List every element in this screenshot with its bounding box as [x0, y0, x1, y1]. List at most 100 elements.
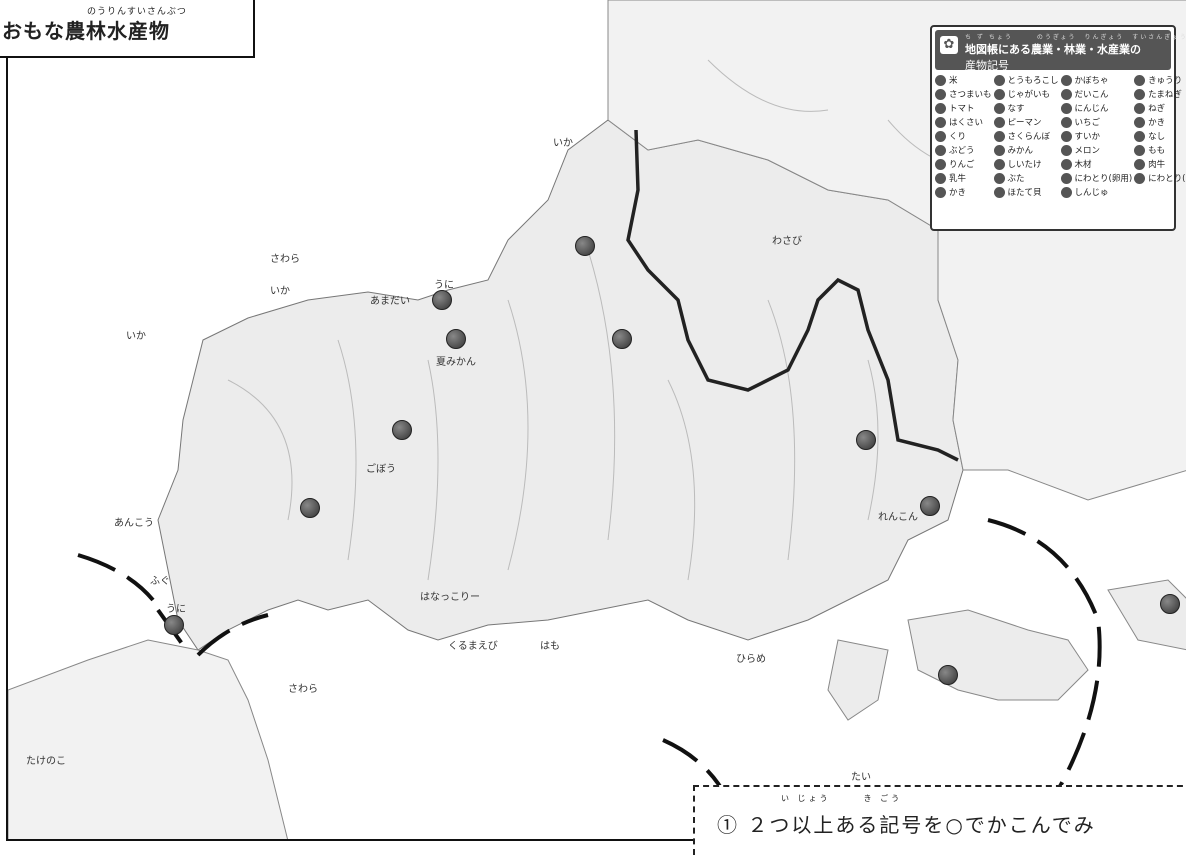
produce-symbol-icon: [1060, 144, 1072, 156]
legend-item: きゅうり: [1134, 74, 1186, 86]
legend-item-label: かき: [949, 188, 967, 198]
legend-item: とうもろこし: [993, 74, 1059, 86]
produce-symbol-icon: [1134, 130, 1146, 142]
legend-item-label: なし: [1148, 132, 1166, 142]
produce-symbol-icon: [993, 102, 1005, 114]
legend-item-label: もも: [1148, 146, 1166, 156]
uni-marker-1: [432, 290, 452, 310]
question-box: い じょう き ごう ① ２つ以上ある記号を○でかこんでみ: [693, 785, 1186, 855]
legend-item-label: なす: [1007, 104, 1025, 114]
produce-symbol-icon: [1134, 102, 1146, 114]
legend-item: なし: [1134, 130, 1186, 142]
produce-symbol-icon: [1134, 116, 1146, 128]
legend-item: だいこん: [1060, 88, 1133, 100]
legend-item-label: すいか: [1074, 132, 1101, 142]
produce-symbol-icon: [1134, 158, 1146, 170]
map-label-ika: いか: [553, 138, 573, 149]
legend-item-label: じゃがいも: [1007, 90, 1051, 100]
legend-item: にんじん: [1060, 102, 1133, 114]
map-label-renkon: れんこん: [878, 512, 918, 523]
legend-item: ピーマン: [993, 116, 1059, 128]
map-label-sawara: さわら: [270, 254, 300, 265]
legend-item-label: ぶた: [1007, 174, 1025, 184]
produce-symbol-icon: [935, 74, 946, 86]
legend-item-label: にわとり(肉用): [1148, 174, 1186, 184]
legend-item: ぶどう: [935, 144, 992, 156]
legend-item-label: はくさい: [949, 118, 984, 128]
legend-item-label: 乳牛: [949, 174, 967, 184]
persimmon-marker-2: [856, 430, 876, 450]
renkon-marker: [920, 496, 940, 516]
legend-item-label: みかん: [1007, 146, 1034, 156]
produce-symbol-icon: [1060, 130, 1072, 142]
legend-item: にわとり(卵用): [1060, 172, 1132, 184]
produce-symbol-icon: [1060, 74, 1072, 86]
produce-symbol-icon: [1060, 158, 1072, 170]
legend-item-label: とうもろこし: [1007, 76, 1059, 86]
map-label-fugu: ふぐ: [150, 576, 170, 587]
legend-item: もも: [1134, 144, 1186, 156]
mikan-marker-2: [938, 665, 958, 685]
produce-symbol-icon: [1134, 88, 1146, 100]
legend-item: さつまいも: [935, 88, 992, 100]
legend-item-label: メロン: [1074, 146, 1101, 156]
produce-symbol-icon: [935, 172, 946, 184]
map-label-gobou: ごぼう: [366, 464, 396, 475]
produce-symbol-icon: [993, 158, 1005, 170]
legend-item: かぼちゃ: [1060, 74, 1133, 86]
produce-symbol-icon: [935, 102, 946, 114]
legend-item: メロン: [1060, 144, 1133, 156]
legend-item-label: さくらんぼ: [1007, 132, 1051, 142]
legend-item-label: ねぎ: [1148, 104, 1166, 114]
produce-symbol-icon: [993, 116, 1005, 128]
legend-item: はくさい: [935, 116, 992, 128]
map-label-takenoko: たけのこ: [26, 756, 66, 767]
legend-item: なす: [993, 102, 1059, 114]
legend-item-label: 肉牛: [1148, 160, 1166, 170]
legend-item-label: くり: [949, 132, 967, 142]
legend-item-label: さつまいも: [949, 90, 992, 100]
produce-symbol-icon: [1060, 116, 1072, 128]
legend-item: さくらんぼ: [993, 130, 1059, 142]
map-label-hirame: ひらめ: [736, 654, 766, 665]
legend-item-label: きゅうり: [1148, 76, 1183, 86]
legend-item: トマト: [935, 102, 992, 114]
map-label-hamo: はも: [540, 641, 560, 652]
legend-item-label: ピーマン: [1007, 118, 1042, 128]
legend-item-label: ぶどう: [949, 146, 975, 156]
legend-item: たまねぎ: [1134, 88, 1186, 100]
legend-ruby: ち ず ちょう のうぎょう りんぎょう すいさんぎょう: [965, 34, 1186, 41]
legend-item-label: かき: [1148, 118, 1166, 128]
legend-item: すいか: [1060, 130, 1133, 142]
map-label-wasabi: わさび: [772, 236, 802, 247]
legend-item-label: りんご: [949, 160, 975, 170]
map-label-sawara: さわら: [288, 684, 318, 695]
legend-item: ほたて貝: [993, 186, 1059, 198]
legend-item-label: かぼちゃ: [1074, 76, 1109, 86]
produce-symbol-icon: [993, 144, 1005, 156]
produce-symbol-icon: [1060, 172, 1072, 184]
produce-symbol-icon: [1134, 74, 1146, 86]
produce-symbol-icon: [993, 130, 1005, 142]
legend-item-label: にんじん: [1074, 104, 1109, 114]
produce-symbol-icon: [1060, 88, 1072, 100]
legend-item: 木材: [1060, 158, 1133, 170]
legend-item: くり: [935, 130, 992, 142]
legend-item-label: たまねぎ: [1148, 90, 1182, 100]
mikan-marker: [392, 420, 412, 440]
land-southwest: [8, 639, 289, 839]
map-label-natsumikan: 夏みかん: [436, 357, 476, 368]
produce-symbol-icon: [1134, 172, 1146, 184]
legend-item-label: 木材: [1074, 160, 1092, 170]
legend-item: ねぎ: [1134, 102, 1186, 114]
legend-item-label: 米: [949, 76, 958, 86]
produce-symbol-icon: [935, 116, 946, 128]
produce-symbol-icon: [935, 130, 946, 142]
produce-symbol-icon: [1060, 102, 1072, 114]
legend-item: 乳牛: [935, 172, 992, 184]
prefecture-border: [626, 129, 959, 462]
legend-item: しいたけ: [993, 158, 1059, 170]
produce-symbol-icon: [1134, 144, 1146, 156]
persimmon-marker: [612, 329, 632, 349]
map-label-kurumaebi: くるまえび: [448, 641, 498, 652]
